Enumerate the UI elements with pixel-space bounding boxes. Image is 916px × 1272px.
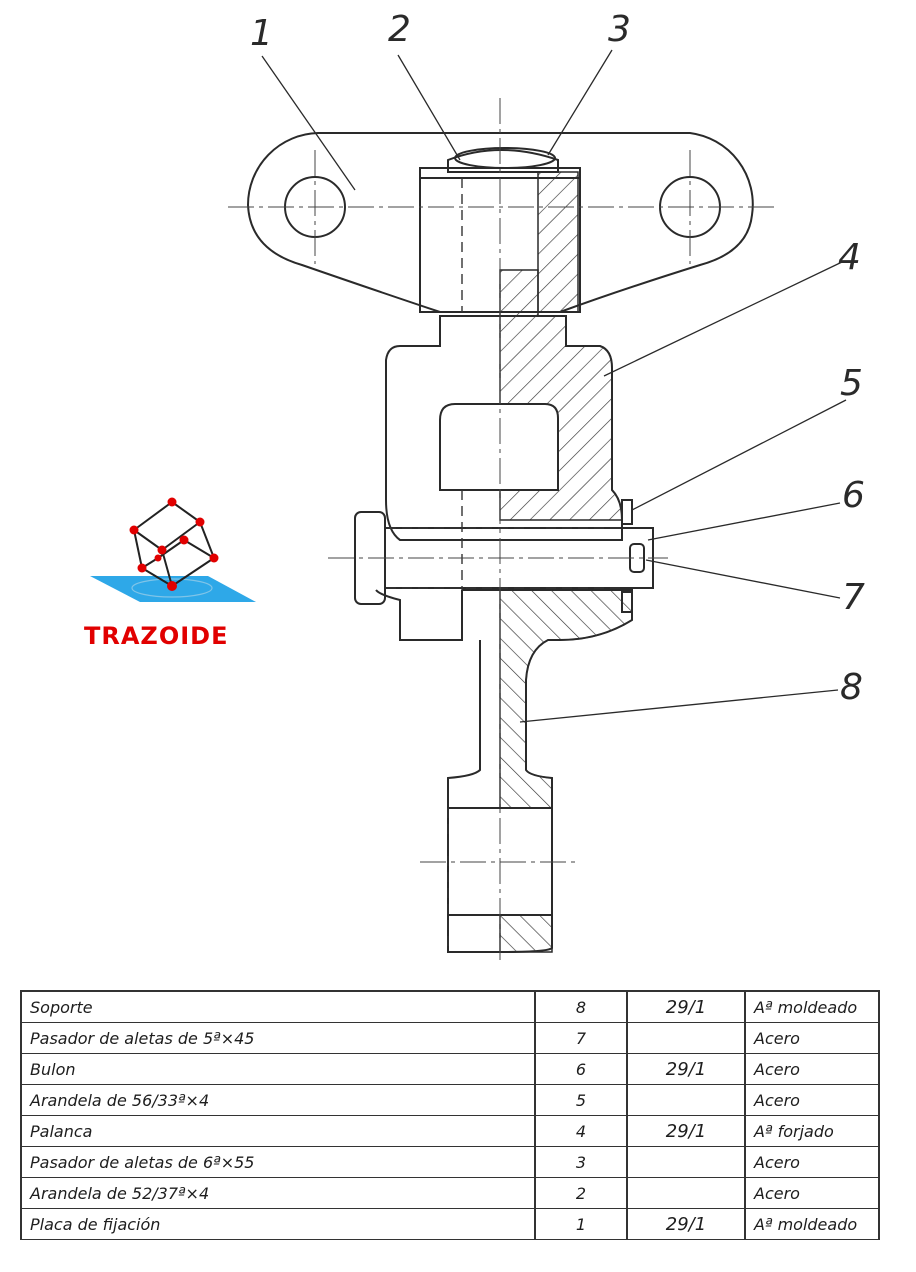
callout-1: 1	[250, 13, 273, 54]
part-material: Acero	[745, 1022, 880, 1054]
leader-7	[645, 559, 841, 599]
lever-section-hatch	[499, 269, 623, 521]
part-material: Aª moldeado	[745, 1208, 880, 1240]
part-number: 5	[535, 1084, 628, 1116]
callout-4: 4	[838, 237, 861, 278]
leader-3	[547, 49, 613, 156]
leader-1	[261, 55, 356, 191]
part-material: Acero	[745, 1084, 880, 1116]
part-ref: 29/1	[627, 1208, 746, 1240]
part-name: Arandela de 56/33ª×4	[20, 1084, 536, 1116]
table-row: Arandela de 56/33ª×4 5 Acero	[20, 1084, 880, 1116]
table-row: Arandela de 52/37ª×4 2 Acero	[20, 1177, 880, 1209]
part-number: 2	[535, 1177, 628, 1209]
table-row: Soporte 8 29/1 Aª moldeado	[20, 990, 880, 1023]
part-material: Acero	[745, 1177, 880, 1209]
part-ref: 29/1	[627, 1115, 746, 1147]
part-name: Placa de fijación	[20, 1208, 536, 1240]
part-ref	[627, 1177, 746, 1209]
part-material: Aª moldeado	[745, 990, 880, 1023]
part-number: 6	[535, 1053, 628, 1085]
callout-8: 8	[840, 667, 863, 708]
top-washer	[447, 149, 559, 173]
table-row: Placa de fijación 1 29/1 Aª moldeado	[20, 1208, 880, 1240]
table-row: Palanca 4 29/1 Aª forjado	[20, 1115, 880, 1147]
table-row: Pasador de aletas de 5ª×45 7 Acero	[20, 1022, 880, 1054]
part-material: Aª forjado	[745, 1115, 880, 1147]
part-ref	[627, 1084, 746, 1116]
leader-6	[647, 502, 841, 541]
support-section-hatch	[499, 589, 633, 809]
part-material: Acero	[745, 1053, 880, 1085]
part-ref	[627, 1146, 746, 1178]
trazoide-logo-icon	[90, 497, 256, 602]
part-name: Soporte	[20, 990, 536, 1023]
part-number: 7	[535, 1022, 628, 1054]
part-ref	[627, 1022, 746, 1054]
part-name: Arandela de 52/37ª×4	[20, 1177, 536, 1209]
callout-7: 7	[842, 577, 865, 618]
callout-5: 5	[840, 363, 863, 404]
part-ref: 29/1	[627, 990, 746, 1023]
table-row: Bulon 6 29/1 Acero	[20, 1053, 880, 1085]
logo-text: TRAZOIDE	[84, 622, 229, 650]
part-name: Palanca	[20, 1115, 536, 1147]
leader-8	[519, 689, 839, 723]
leader-4	[603, 261, 843, 377]
callout-2: 2	[388, 9, 411, 50]
support-base-hatch	[499, 914, 553, 953]
leader-5	[631, 399, 847, 511]
split-pin-head	[454, 147, 556, 169]
part-number: 1	[535, 1208, 628, 1240]
part-ref: 29/1	[627, 1053, 746, 1085]
table-row: Pasador de aletas de 6ª×55 3 Acero	[20, 1146, 880, 1178]
plate-section-hatch	[537, 171, 579, 313]
callout-6: 6	[842, 475, 865, 516]
part-name: Pasador de aletas de 6ª×55	[20, 1146, 536, 1178]
part-name: Pasador de aletas de 5ª×45	[20, 1022, 536, 1054]
assembly-drawing	[228, 49, 847, 960]
leader-2	[397, 54, 461, 161]
part-number: 8	[535, 990, 628, 1023]
part-number: 4	[535, 1115, 628, 1147]
callout-3: 3	[608, 9, 631, 50]
part-material: Acero	[745, 1146, 880, 1178]
washer-5-top	[621, 499, 633, 525]
part-name: Bulon	[20, 1053, 536, 1085]
parts-list-table: Soporte 8 29/1 Aª moldeado Pasador de al…	[20, 990, 880, 1240]
lever-inner-cavity	[439, 403, 559, 491]
part-number: 3	[535, 1146, 628, 1178]
